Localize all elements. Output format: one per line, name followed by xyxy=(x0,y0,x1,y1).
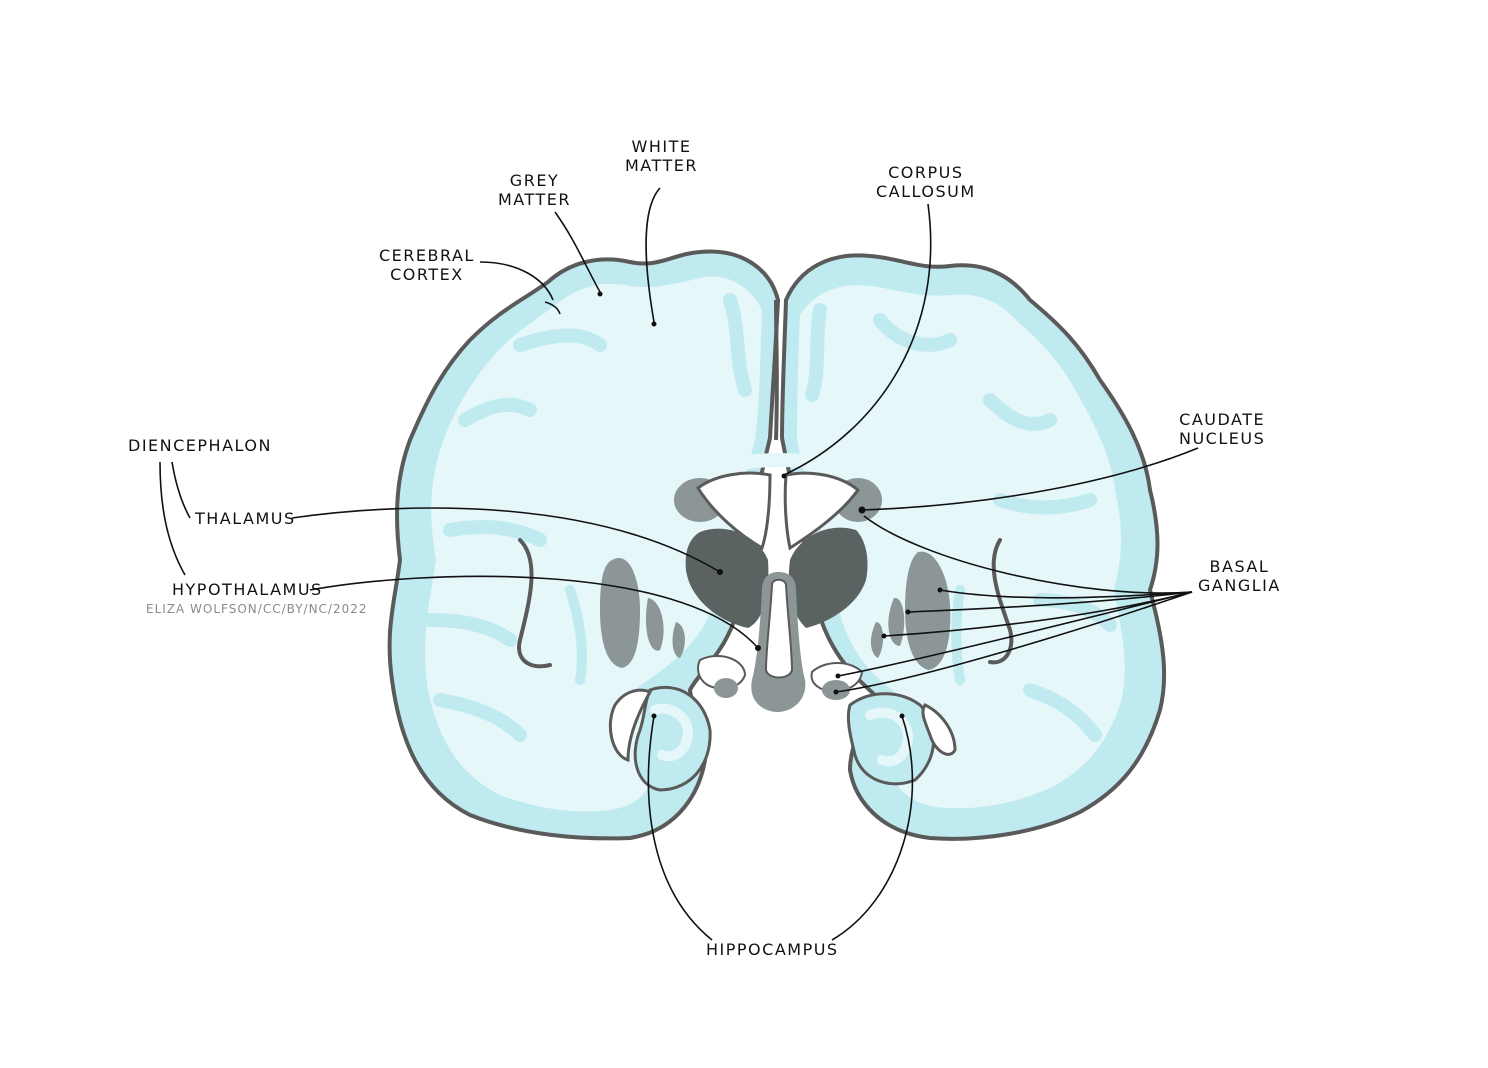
leader-hypothalamus xyxy=(309,575,759,649)
dot-basal-ganglia xyxy=(905,609,911,615)
left-sulcus xyxy=(723,293,752,397)
label-cerebral-cortex: CEREBRAL CORTEX xyxy=(379,246,475,284)
leader-caudate-nucleus xyxy=(861,447,1199,511)
label-corpus-callosum: CORPUS CALLOSUM xyxy=(876,163,976,201)
leader-white-matter xyxy=(645,187,661,323)
label-caudate-nucleus: CAUDATE NUCLEUS xyxy=(1179,410,1266,448)
dot-thalamus xyxy=(717,569,723,575)
label-thalamus: THALAMUS xyxy=(195,509,296,528)
dot-basal-ganglia xyxy=(833,689,839,695)
corpus-callosum-band xyxy=(696,453,864,482)
leader-hippocampus-right xyxy=(831,715,914,941)
leader-lines xyxy=(159,187,1199,941)
label-white-matter: WHITE MATTER xyxy=(625,137,698,175)
label-basal-ganglia: BASAL GANGLIA xyxy=(1198,557,1281,595)
right-sulcus xyxy=(1023,683,1102,742)
dot-grey-matter xyxy=(597,291,603,297)
leader-thalamus xyxy=(291,507,721,573)
right-sulcus xyxy=(993,493,1097,515)
right-thalamus xyxy=(788,527,868,628)
left-lateral-fissure xyxy=(517,538,552,669)
dot-caudate-nucleus xyxy=(858,506,866,514)
left-hemisphere xyxy=(387,249,781,841)
leader-diencephalon-hypothalamus xyxy=(159,461,186,576)
leader-basal-ganglia-1 xyxy=(939,589,1193,599)
dot-basal-ganglia xyxy=(835,673,841,679)
leader-corpus-callosum xyxy=(783,203,932,476)
left-temporal-horn xyxy=(608,688,653,763)
label-hippocampus: HIPPOCAMPUS xyxy=(706,940,839,959)
label-diencephalon: DIENCEPHALON xyxy=(128,436,272,455)
dot-hippocampus-right xyxy=(899,713,905,719)
longitudinal-fissure xyxy=(774,299,779,441)
credit-text: ELIZA WOLFSON/CC/BY/NC/2022 xyxy=(146,602,368,616)
left-globus-pallidus-inner xyxy=(672,622,685,658)
left-thalamus xyxy=(685,528,769,628)
leader-cerebral-cortex xyxy=(479,261,554,301)
leader-cerebral-cortex-bracket xyxy=(544,301,561,315)
right-globus-pallidus xyxy=(888,597,905,646)
right-globus-pallidus-inner xyxy=(870,622,884,658)
left-sulcus xyxy=(423,613,517,647)
right-sulcus xyxy=(983,393,1057,431)
leader-hippocampus-left xyxy=(647,715,713,941)
dot-hippocampus-left xyxy=(651,713,657,719)
left-sulcus xyxy=(433,693,527,742)
dot-white-matter xyxy=(651,321,657,327)
left-insula-stripe xyxy=(565,585,587,685)
leader-basal-ganglia-5 xyxy=(835,591,1193,693)
leader-grey-matter xyxy=(554,211,601,293)
right-lateral-fissure xyxy=(988,538,1014,665)
label-hypothalamus: HYPOTHALAMUS xyxy=(172,580,323,599)
dot-basal-ganglia xyxy=(881,633,887,639)
left-sulcus xyxy=(513,328,607,352)
right-sulcus xyxy=(805,303,827,402)
label-grey-matter: GREY MATTER xyxy=(498,171,571,209)
right-sulcus xyxy=(873,313,957,352)
dot-corpus-callosum xyxy=(781,473,787,479)
leader-diencephalon-thalamus xyxy=(171,461,191,519)
right-temporal-horn xyxy=(921,703,957,756)
left-lateral-ventricle xyxy=(696,471,772,551)
leader-basal-ganglia-caudate xyxy=(863,515,1193,594)
leader-basal-ganglia-3 xyxy=(883,591,1193,637)
right-insula-stripe xyxy=(951,585,965,685)
right-hippocampus xyxy=(846,692,936,786)
left-sulcus xyxy=(443,520,547,547)
leader-basal-ganglia-2 xyxy=(907,591,1193,613)
left-putamen xyxy=(600,558,640,668)
dot-hypothalamus xyxy=(755,645,761,651)
left-hippocampus-inner xyxy=(650,703,694,762)
right-lateral-ventricle xyxy=(783,471,861,551)
left-globus-pallidus xyxy=(645,598,664,651)
dot-basal-ganglia xyxy=(937,587,943,593)
left-subthalamic-nucleus xyxy=(714,678,738,698)
third-ventricle xyxy=(764,578,794,679)
left-sulcus xyxy=(458,397,537,427)
leader-dots xyxy=(597,291,943,719)
leader-basal-ganglia-4 xyxy=(837,591,1193,677)
